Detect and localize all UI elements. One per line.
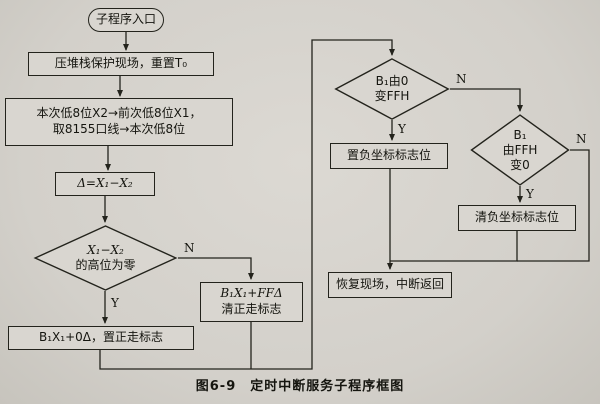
decision-high-bits-zero-line2: 的高位为零 (75, 258, 136, 272)
branch-label-yes-3: Y (526, 187, 534, 201)
diamond-outline (470, 114, 570, 186)
decision-b1-0-to-ff-text: B₁由0 变FFH (334, 58, 450, 120)
process-read-port-line1: 本次低8位X2→前次低8位X1， (36, 106, 202, 121)
branch-label-yes-1: Y (111, 296, 119, 310)
decision-high-bits-zero: X₁−X₂ 的高位为零 (33, 225, 178, 291)
decision-b1-0-to-ff-line1: B₁由0 (375, 74, 409, 88)
process-ff-delta-line1: B₁X₁+FFΔ (220, 286, 283, 301)
branch-label-yes-2: Y (398, 122, 406, 136)
process-save-context-label: 压堆栈保护现场，重置T₀ (54, 56, 188, 71)
process-delta-label: Δ=X₁−X₂ (77, 176, 133, 191)
terminal-subroutine-entry-label: 子程序入口 (95, 12, 156, 27)
branch-label-no-3: N (576, 132, 587, 146)
decision-b1-ff-to-0-line3: 变0 (510, 157, 530, 172)
process-clear-negative-flag: 清负坐标标志位 (458, 205, 576, 231)
decision-b1-ff-to-0-line2: 由FFH (502, 142, 538, 157)
process-zero-delta-label: B₁X₁+0Δ，置正走标志 (39, 330, 163, 345)
branch-label-no-1: N (184, 241, 195, 255)
decision-b1-ff-to-0: B₁ 由FFH 变0 (470, 114, 570, 186)
decision-high-bits-zero-text: X₁−X₂ 的高位为零 (33, 225, 178, 291)
process-ff-delta-line2: 清正走标志 (221, 302, 282, 316)
process-zero-delta: B₁X₁+0Δ，置正走标志 (8, 326, 194, 350)
edge-b2decision-no-join (517, 149, 590, 262)
decision-b1-ff-to-0-line1: B₁ (513, 127, 527, 142)
process-set-negative-flag: 置负坐标标志位 (330, 143, 448, 169)
branch-label-no-2: N (456, 72, 467, 86)
figure-caption: 图6-9 定时中断服务子程序框图 (195, 379, 405, 394)
decision-b1-ff-to-0-text: B₁ 由FFH 变0 (470, 114, 570, 186)
process-read-port: 本次低8位X2→前次低8位X1， 取8155口线→本次低8位 (5, 98, 233, 146)
edge-clearneg-join (390, 231, 518, 262)
process-ff-delta: B₁X₁+FFΔ 清正走标志 (200, 282, 303, 322)
terminal-subroutine-entry: 子程序入口 (88, 8, 164, 32)
decision-b1-0-to-ff-line2: 变FFH (374, 89, 410, 103)
process-read-port-line2: 取8155口线→本次低8位 (52, 122, 186, 136)
diamond-outline (334, 58, 450, 120)
diamond-outline (33, 225, 178, 291)
process-restore-return: 恢复现场，中断返回 (328, 272, 452, 298)
decision-high-bits-zero-line1: X₁−X₂ (87, 243, 124, 257)
process-clear-negative-flag-label: 清负坐标标志位 (474, 210, 559, 225)
process-save-context: 压堆栈保护现场，重置T₀ (28, 52, 214, 76)
process-delta: Δ=X₁−X₂ (55, 172, 155, 196)
edge-b1decision-no-b2decision (450, 88, 523, 112)
decision-b1-0-to-ff: B₁由0 变FFH (334, 58, 450, 120)
edge-decision-no-ffdelta (178, 257, 254, 280)
process-set-negative-flag-label: 置负坐标标志位 (346, 148, 431, 163)
process-restore-return-label: 恢复现场，中断返回 (335, 277, 444, 292)
edge-zerodelta-b1decision (99, 39, 395, 370)
